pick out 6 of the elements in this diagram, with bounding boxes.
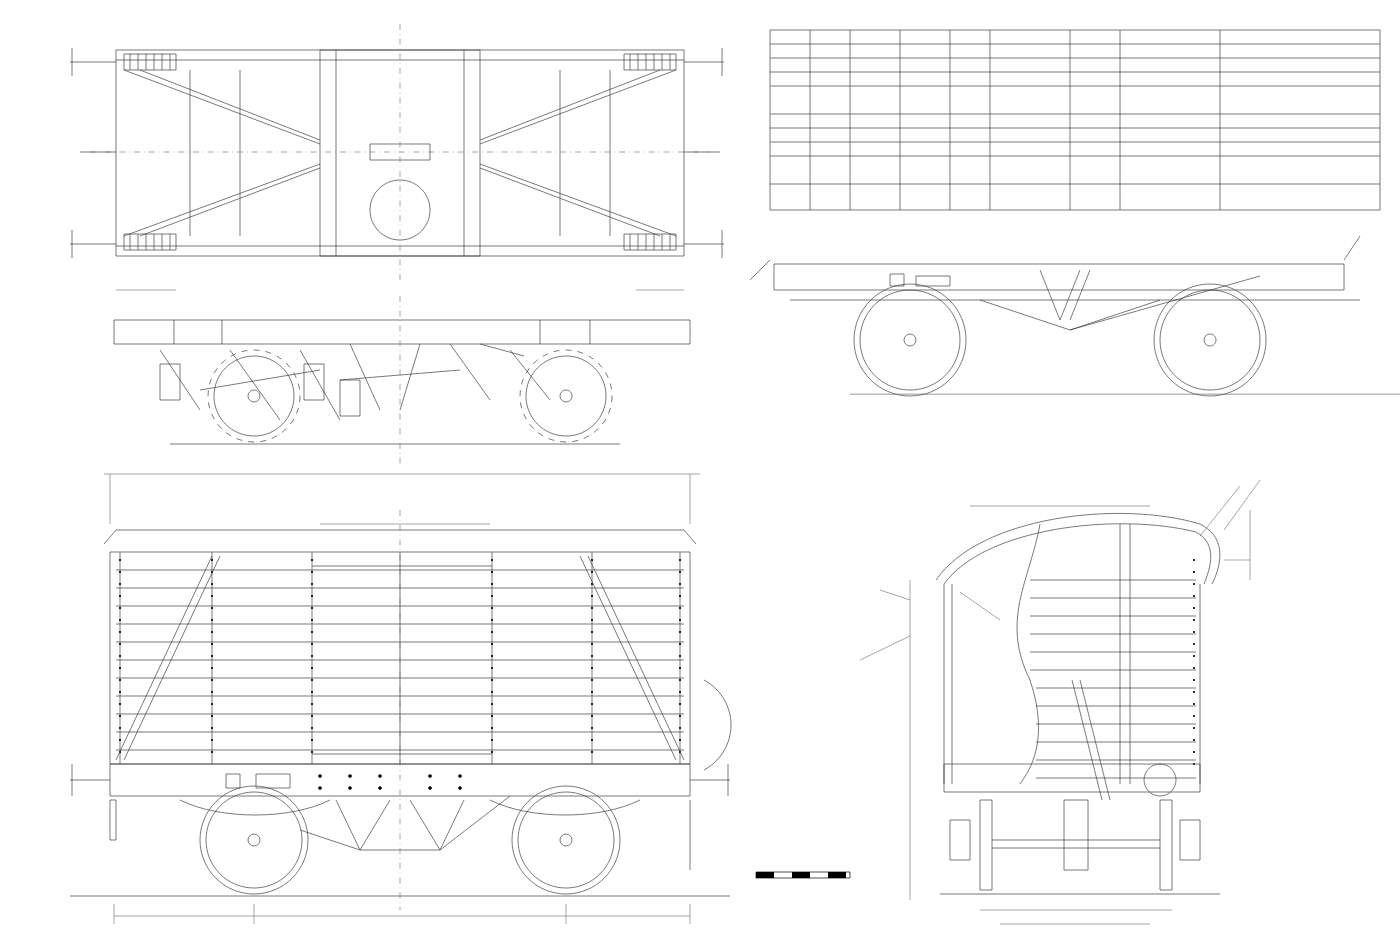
van-end-section-drawing: [859, 479, 1261, 925]
underframe-plan-drawing: [69, 23, 725, 291]
wagon-underframe-drawing: [749, 235, 1400, 397]
table-grid: [769, 29, 1381, 211]
van-side-elevation-drawing: [69, 473, 732, 925]
underframe-side-drawing: [103, 295, 701, 475]
